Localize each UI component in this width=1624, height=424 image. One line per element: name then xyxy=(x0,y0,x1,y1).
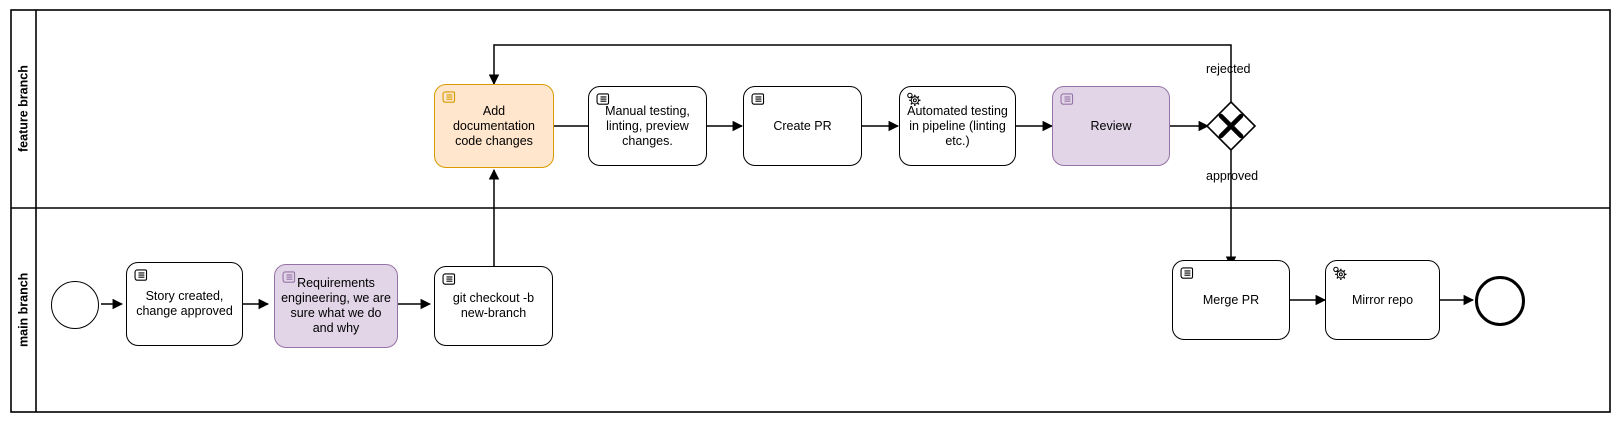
manual-task-icon xyxy=(594,91,612,108)
task-automated-testing[interactable]: Automated testing in pipeline (linting e… xyxy=(899,86,1016,166)
lane-label-text: feature branch xyxy=(16,65,31,153)
task-requirements-engineering[interactable]: Requirements engineering, we are sure wh… xyxy=(274,264,398,348)
lane-title-main-branch: main branch xyxy=(11,208,36,412)
start-event[interactable] xyxy=(51,281,99,329)
exclusive-gateway-shape[interactable] xyxy=(1205,100,1257,152)
task-label: Story created, change approved xyxy=(136,289,233,318)
task-label: Automated testing in pipeline (linting e… xyxy=(907,103,1008,148)
manual-task-icon xyxy=(132,267,150,284)
lane-title-feature-branch: feature branch xyxy=(11,10,36,208)
task-label: git checkout -b new-branch xyxy=(452,291,535,320)
task-label: Review xyxy=(1090,118,1132,133)
lane-label-text: main branch xyxy=(16,272,31,348)
gear-icon xyxy=(1331,265,1349,282)
flow-label-rejected: rejected xyxy=(1206,62,1250,76)
manual-task-icon xyxy=(440,271,458,288)
task-label: Mirror repo xyxy=(1351,292,1414,307)
gear-icon xyxy=(905,91,923,108)
task-label: Manual testing, linting, preview changes… xyxy=(605,103,690,148)
manual-task-icon xyxy=(1178,265,1196,282)
task-manual-testing[interactable]: Manual testing, linting, preview changes… xyxy=(588,86,707,166)
end-event[interactable] xyxy=(1475,276,1525,326)
task-label: Add documentation code changes xyxy=(452,103,535,148)
flow-label-text: rejected xyxy=(1206,62,1251,76)
task-add-documentation[interactable]: Add documentation code changes xyxy=(434,84,554,168)
sequence-flows xyxy=(101,44,1475,310)
task-label: Merge PR xyxy=(1202,292,1260,307)
task-label: Requirements engineering, we are sure wh… xyxy=(281,276,391,335)
task-story-created[interactable]: Story created, change approved xyxy=(126,262,243,346)
manual-task-icon xyxy=(749,91,767,108)
task-mirror-repo[interactable]: Mirror repo xyxy=(1325,260,1440,340)
manual-task-icon xyxy=(280,269,298,286)
task-review[interactable]: Review xyxy=(1052,86,1170,166)
task-merge-pr[interactable]: Merge PR xyxy=(1172,260,1290,340)
flow-label-text: approved xyxy=(1206,169,1259,183)
manual-task-icon xyxy=(1058,91,1076,108)
task-label: Create PR xyxy=(773,118,832,133)
manual-task-icon xyxy=(440,89,458,106)
flow-label-approved: approved xyxy=(1206,169,1258,183)
task-git-checkout[interactable]: git checkout -b new-branch xyxy=(434,266,553,346)
pool-frame xyxy=(10,9,1611,413)
task-create-pr[interactable]: Create PR xyxy=(743,86,862,166)
